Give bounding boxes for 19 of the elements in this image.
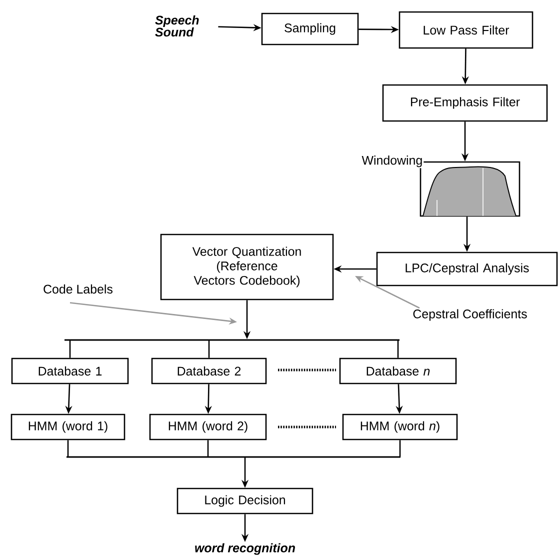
process-box: Sampling xyxy=(261,12,359,46)
process-box: HMM (word n) xyxy=(342,414,458,440)
node-label: Windowing xyxy=(362,156,422,168)
text-label: Speech Sound xyxy=(155,15,199,37)
process-box: HMM (word 1) xyxy=(10,414,126,440)
text-label: word recognition xyxy=(195,543,295,555)
process-box: Database n xyxy=(339,358,457,384)
process-box: Database 2 xyxy=(151,358,267,384)
process-box: HMM (word 2) xyxy=(149,414,267,440)
process-box: Vector Quantization (Reference Vectors Codebook) xyxy=(160,234,334,300)
bus-line xyxy=(66,456,400,458)
process-box: Pre-Emphasis Filter xyxy=(382,84,548,122)
process-box: Database 1 xyxy=(11,358,129,384)
process-box: Logic Decision xyxy=(176,488,314,514)
text-label: Cepstral Coefficients xyxy=(413,309,527,321)
process-box: Low Pass Filter xyxy=(398,11,534,49)
windowing-box: Windowing xyxy=(360,154,520,217)
text-label: Code Labels xyxy=(44,284,112,294)
process-box: LPC/Cepstral Analysis xyxy=(376,252,558,286)
